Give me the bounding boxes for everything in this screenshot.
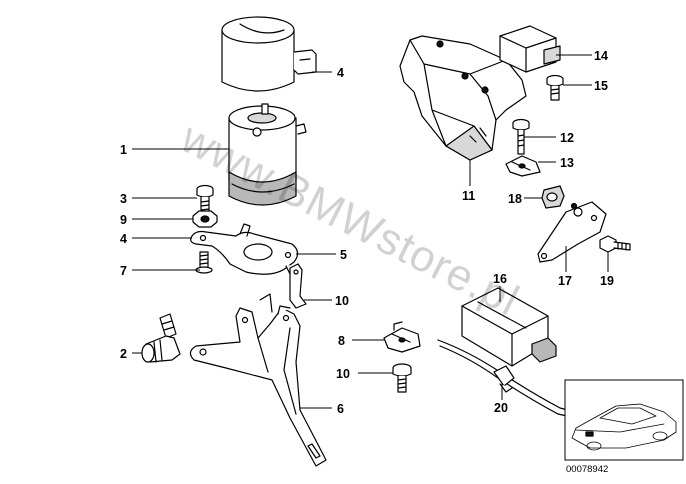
part-bolt-19 bbox=[599, 235, 631, 253]
callout-8: 9 bbox=[120, 213, 127, 227]
part-connector-14 bbox=[499, 25, 561, 73]
callout-18: 18 bbox=[508, 192, 522, 206]
part-screw-12 bbox=[512, 118, 530, 155]
part-screw-10 bbox=[392, 363, 412, 393]
callout-14: 14 bbox=[594, 49, 608, 63]
part-pump bbox=[228, 103, 307, 206]
vehicle-inset bbox=[564, 379, 684, 461]
callout-6: 6 bbox=[337, 402, 344, 416]
callout-12: 12 bbox=[560, 131, 574, 145]
callout-5: 5 bbox=[340, 248, 347, 262]
part-nut-8 bbox=[192, 210, 218, 228]
part-module-16 bbox=[461, 287, 557, 367]
part-screw-15 bbox=[546, 74, 564, 101]
callout-3: 3 bbox=[120, 192, 127, 206]
callout-19: 19 bbox=[600, 274, 614, 288]
part-grommet-18 bbox=[541, 185, 565, 209]
callout-4-left: 4 bbox=[120, 232, 127, 246]
callout-1: 1 bbox=[120, 143, 127, 157]
part-fitting-2 bbox=[141, 313, 181, 363]
callout-15: 15 bbox=[594, 79, 608, 93]
callout-10-lower: 10 bbox=[336, 367, 350, 381]
callout-7: 7 bbox=[120, 264, 127, 278]
callout-20: 20 bbox=[494, 401, 508, 415]
inset-frame bbox=[564, 379, 684, 461]
part-bracket-17 bbox=[537, 201, 607, 263]
callout-16: 16 bbox=[493, 272, 507, 286]
callout-2: 2 bbox=[120, 347, 127, 361]
callout-13: 13 bbox=[560, 156, 574, 170]
part-clip-9 bbox=[383, 321, 421, 353]
reference-number: 00078942 bbox=[566, 464, 608, 475]
callout-numbers: 4 1 3 9 4 5 7 10 2 6 8 10 11 14 15 12 13… bbox=[120, 49, 614, 416]
callout-9: 8 bbox=[338, 334, 345, 348]
part-bracket-6 bbox=[189, 293, 327, 467]
part-bolt-3 bbox=[196, 184, 214, 215]
callout-11: 11 bbox=[462, 189, 475, 203]
part-tab-10 bbox=[289, 263, 307, 309]
leader-lines bbox=[132, 54, 609, 409]
part-cable-20 bbox=[437, 339, 577, 419]
callout-17: 17 bbox=[558, 274, 572, 288]
part-clip-13 bbox=[505, 155, 541, 177]
car-icon bbox=[571, 403, 677, 451]
callout-4-top: 4 bbox=[337, 66, 344, 80]
callout-10-upper: 10 bbox=[335, 294, 349, 308]
part-cap bbox=[221, 16, 317, 92]
part-bracket-11 bbox=[399, 35, 527, 161]
